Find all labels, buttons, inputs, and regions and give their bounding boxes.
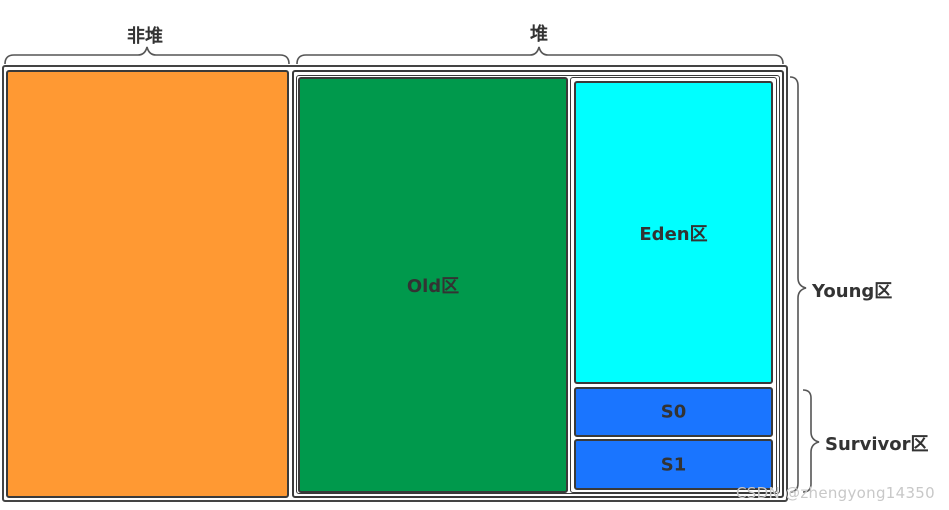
heap-frame [292,70,784,498]
s0-label: S0 [660,401,687,423]
s1-label: S1 [660,454,687,475]
heap-label: 堆 [530,24,548,45]
non-heap-label: 非堆 [127,26,163,47]
memory-outer-frame [2,65,788,502]
non-heap-region [6,70,289,498]
eden-region-label: Eden区 [639,223,708,245]
heap-inner-frame [296,75,780,494]
watermark: CSDN @zhengyong14350 [736,484,935,502]
young-label: Young区 [812,281,893,302]
old-region: Old区 [298,77,568,493]
young-frame [570,77,777,493]
eden-region: Eden区 [574,81,773,384]
survivor-label: Survivor区 [825,434,929,455]
old-region-label: Old区 [406,276,460,297]
heap-brace [296,46,784,65]
survivor-s1-region: S1 [574,439,773,490]
non-heap-brace [4,46,290,65]
survivor-s0-region: S0 [574,387,773,437]
